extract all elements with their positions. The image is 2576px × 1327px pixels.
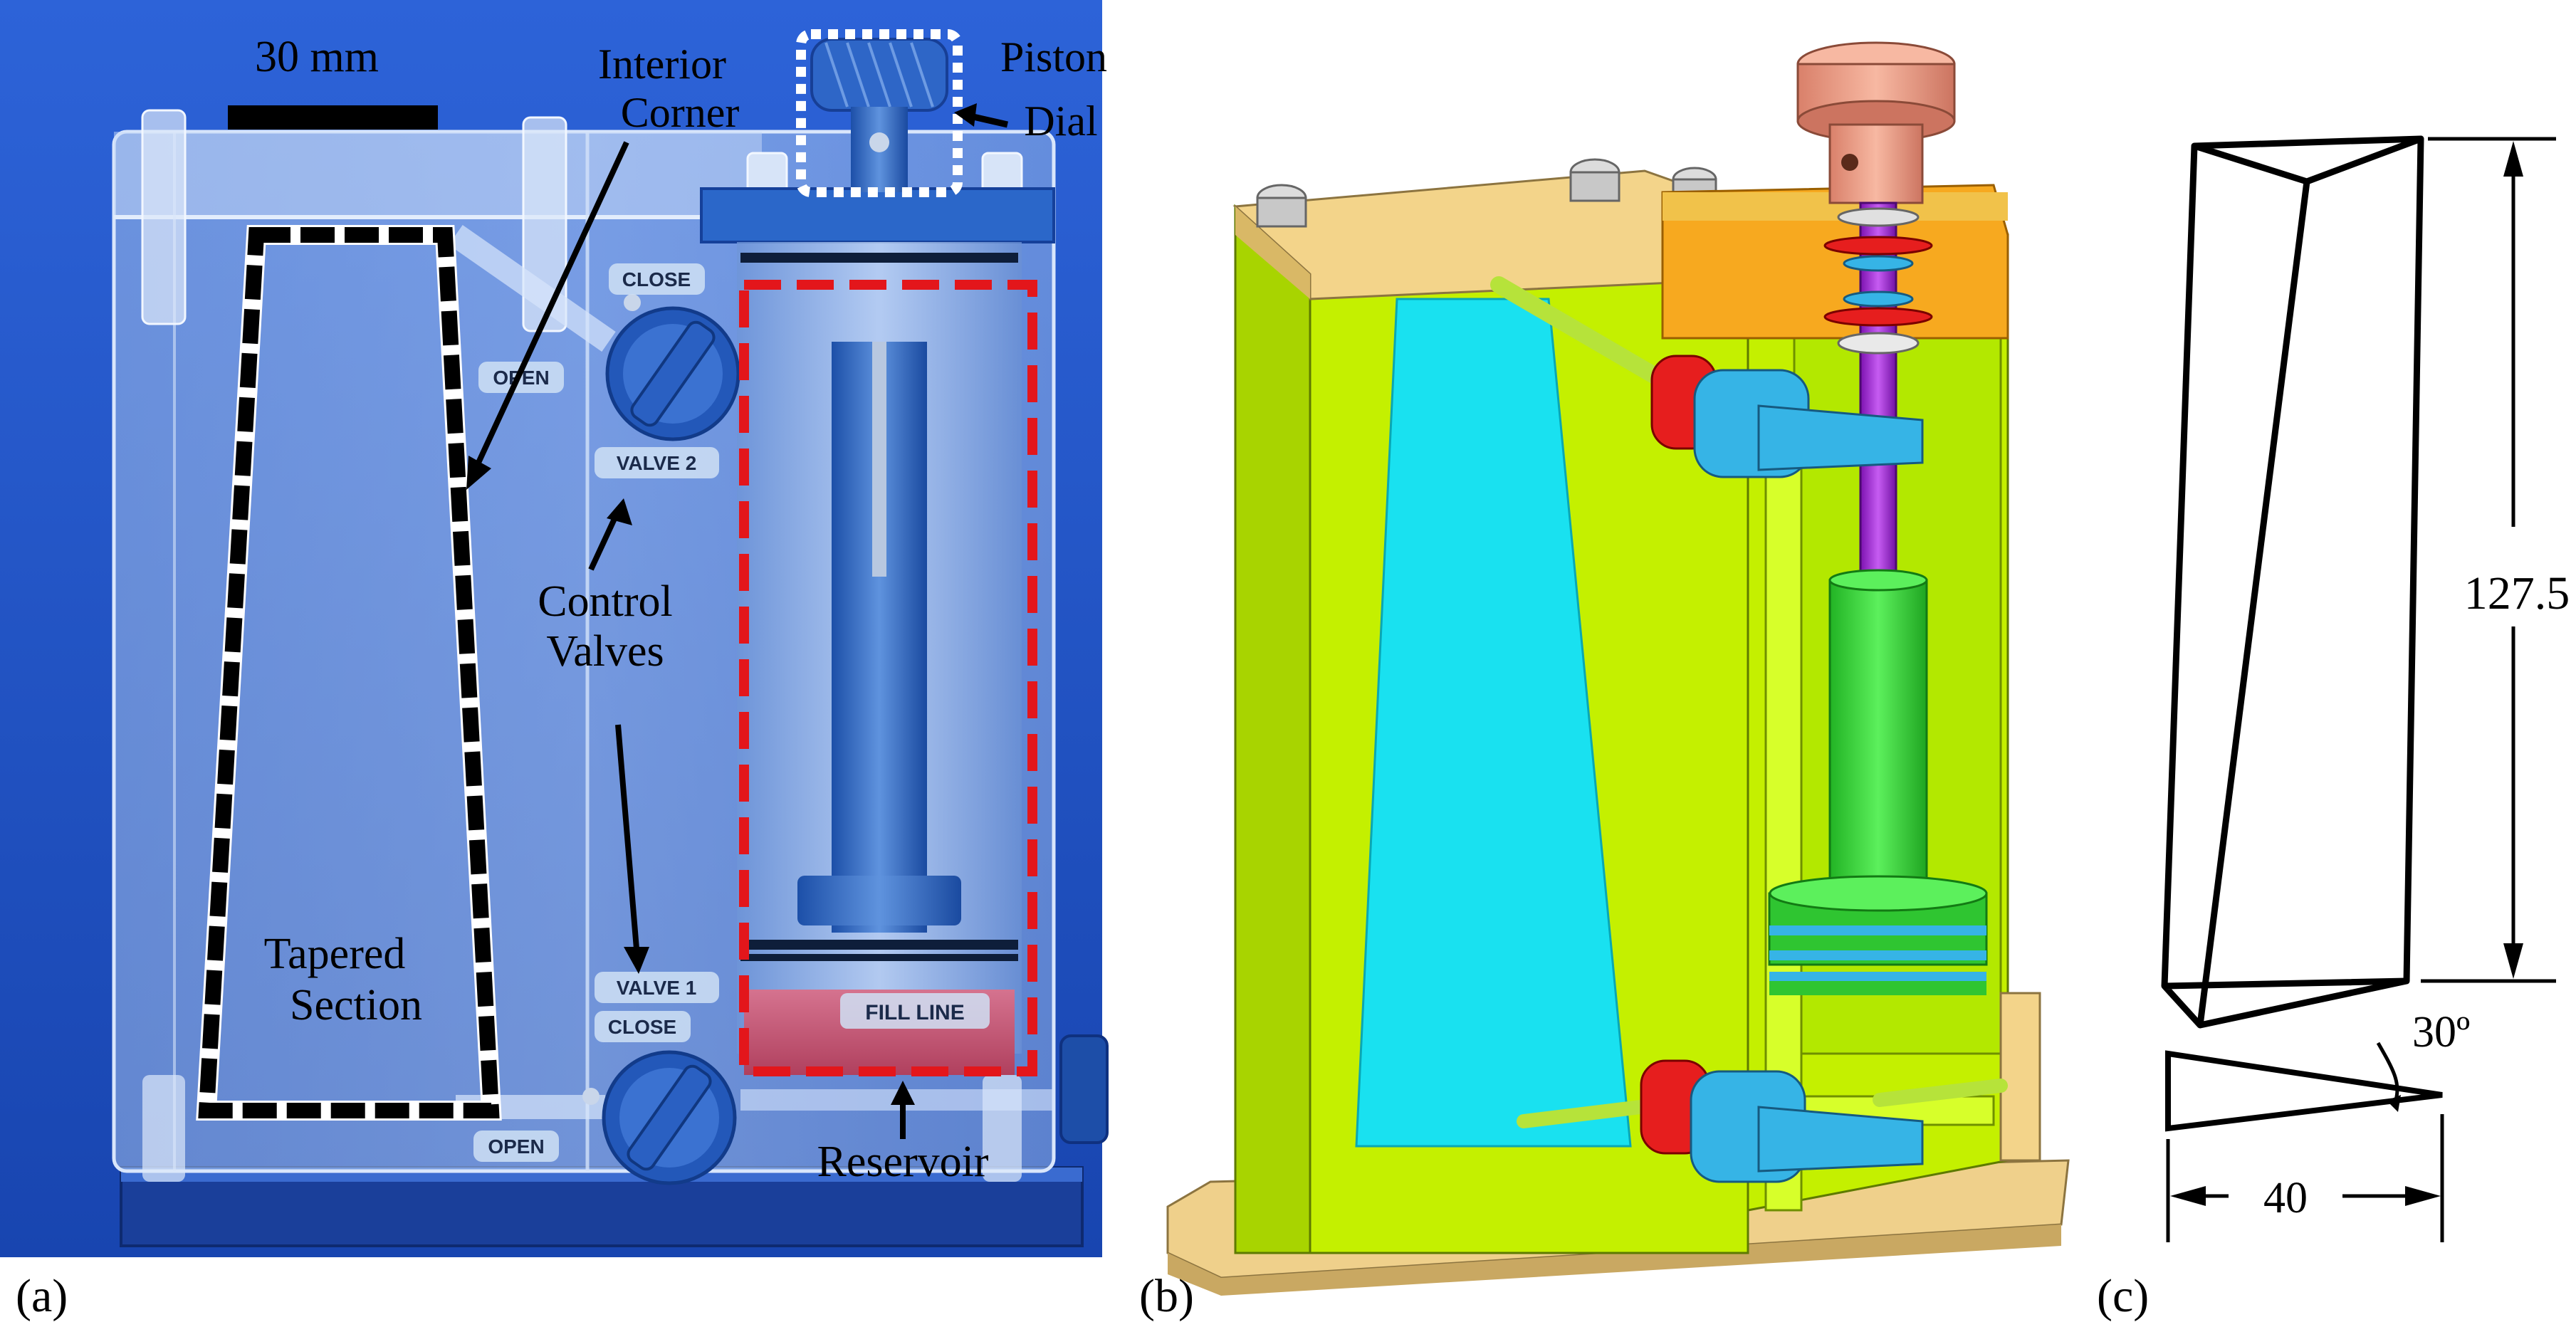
schematic-prism [2161, 135, 2424, 1029]
cad-seal-rings [1823, 207, 1933, 355]
width-dimension-label: 40 [2263, 1174, 2308, 1222]
cad-valve-lower [1640, 1059, 1924, 1183]
piston-dial-knob [810, 38, 948, 192]
control-label: Control [538, 577, 672, 626]
valve-1-knob [582, 1050, 737, 1185]
angle-label: 30º [2412, 1008, 2470, 1056]
angle-leader [2376, 1042, 2399, 1101]
panel-label-c: (c) [2097, 1270, 2149, 1322]
cad-orange-block [1661, 184, 2009, 340]
side-port-knob [1059, 1034, 1109, 1144]
piston-label: Piston [1000, 33, 1107, 80]
cad-piston-dial [1796, 41, 1956, 204]
valve-2-tag: VALVE 2 [617, 452, 697, 474]
tapered-label: Tapered [264, 930, 406, 978]
section-label: Section [290, 981, 422, 1029]
panel-c-schematic [2161, 135, 2556, 1242]
valve-1-arrow [615, 724, 640, 958]
height-dimension [2421, 137, 2556, 983]
valve-1-tag: VALVE 1 [617, 977, 697, 999]
panel-label-b: (b) [1139, 1270, 1194, 1322]
interior-corner-label-2: Corner [621, 89, 740, 136]
close-tag-top: CLOSE [622, 268, 691, 290]
piston-head [797, 876, 961, 925]
dial-label: Dial [1024, 98, 1097, 145]
valves-label: Valves [546, 627, 664, 676]
panel-b-cad [1166, 41, 2070, 1296]
valve-2-knob [605, 294, 740, 441]
interior-corner-arrow [471, 141, 629, 475]
reservoir-label: Reservoir [817, 1138, 988, 1186]
cylinder-top-cap [700, 187, 1055, 243]
reservoir-outline [739, 280, 1037, 1076]
cad-left-block-side [1234, 204, 1311, 1254]
panel-label-a: (a) [16, 1270, 68, 1322]
interior-corner-label-1: Interior [598, 41, 726, 88]
scale-bar [228, 105, 438, 130]
open-tag-bottom: OPEN [488, 1135, 544, 1158]
panel-a-photo: FILL LINE [0, 0, 1109, 1257]
height-dimension-label: 127.5 [2464, 567, 2570, 619]
cad-valve-upper [1650, 355, 1924, 478]
piston-dial-outline [796, 29, 963, 197]
cad-tapered-channel [1355, 298, 1632, 1148]
cross-section-triangle [2165, 1050, 2443, 1132]
cad-piston-plates [1768, 875, 1988, 995]
fill-line-tag: FILL LINE [865, 1001, 964, 1024]
cad-green-rod [1828, 579, 1928, 891]
scale-bar-label: 30 mm [255, 33, 379, 81]
close-tag-bottom: CLOSE [608, 1016, 676, 1038]
cad-top-screws [1256, 158, 1717, 228]
valve-2-arrow [588, 510, 621, 571]
valve-tags: CLOSE OPEN VALVE 2 VALVE 1 CLOSE OPEN [473, 263, 719, 1162]
